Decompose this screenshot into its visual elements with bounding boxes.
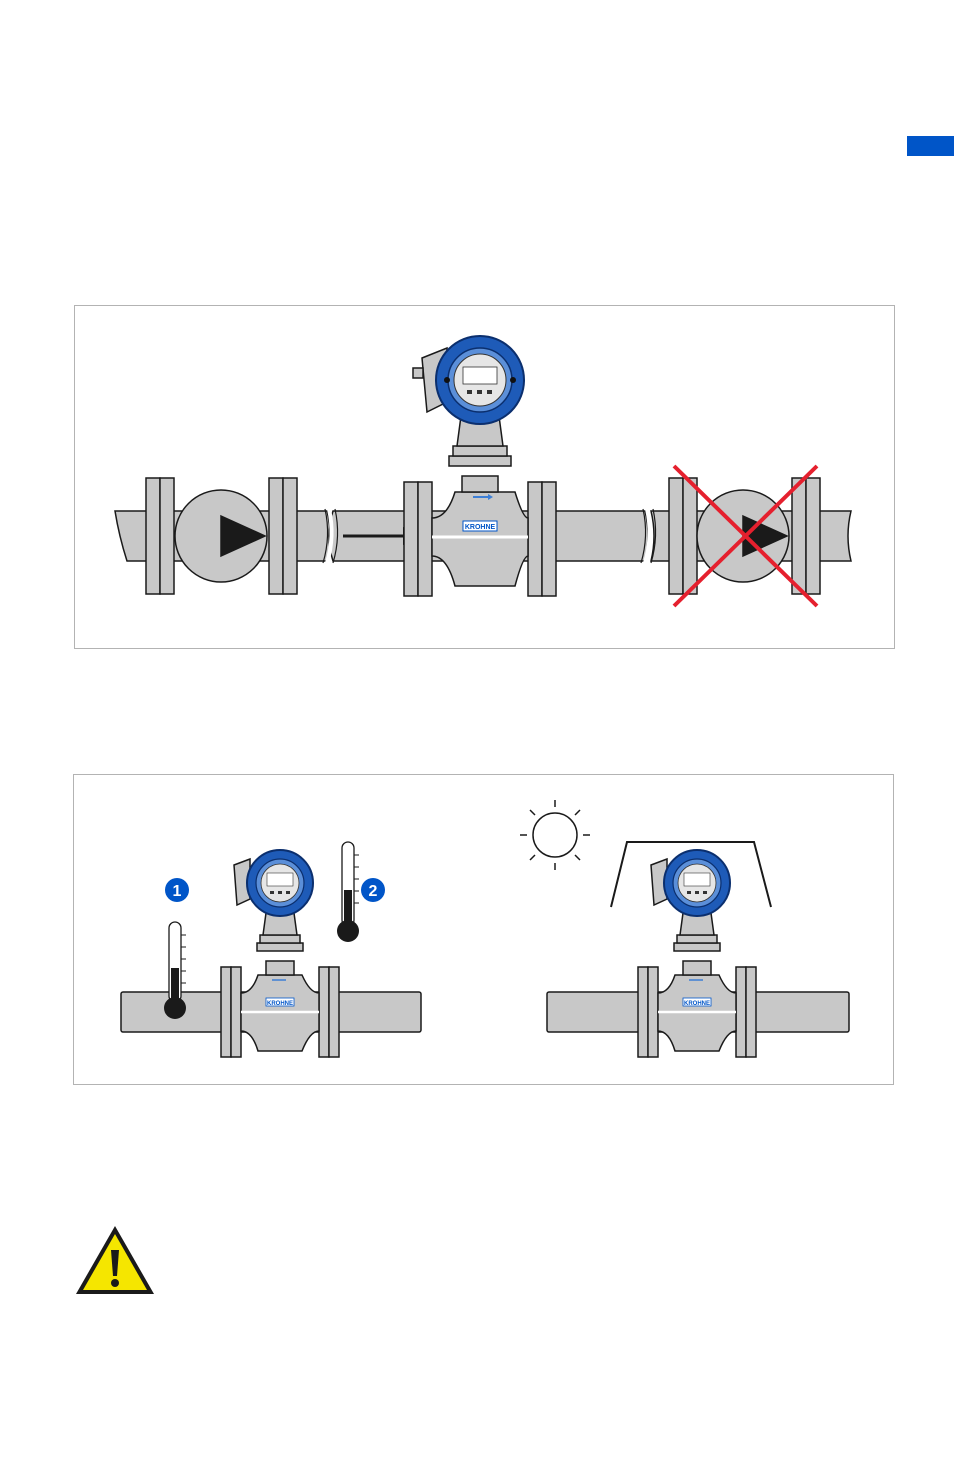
figure-temperature-protection: KROHNE 1 2 (73, 774, 894, 1085)
pump-upstream-icon (146, 478, 297, 594)
brand-label: KROHNE (465, 524, 496, 531)
flowmeter-left-icon: KROHNE (221, 850, 339, 1057)
thermometer-low-icon (164, 922, 186, 1019)
brand-label-left: KROHNE (267, 1001, 293, 1007)
thermometer-high-icon (337, 842, 359, 942)
callout-1-label: 1 (173, 883, 182, 900)
flowmeter-right-icon: KROHNE (638, 850, 756, 1057)
chapter-tab-marker (907, 136, 954, 156)
brand-label-right: KROHNE (684, 1001, 710, 1007)
sun-icon (520, 800, 590, 870)
flowmeter-icon: KROHNE (404, 336, 556, 596)
warning-triangle-icon (74, 1224, 156, 1296)
figure-pump-position: KROHNE (74, 305, 895, 649)
callout-2-badge: 2 (361, 878, 385, 902)
callout-2-label: 2 (369, 883, 378, 900)
callout-1-badge: 1 (165, 878, 189, 902)
